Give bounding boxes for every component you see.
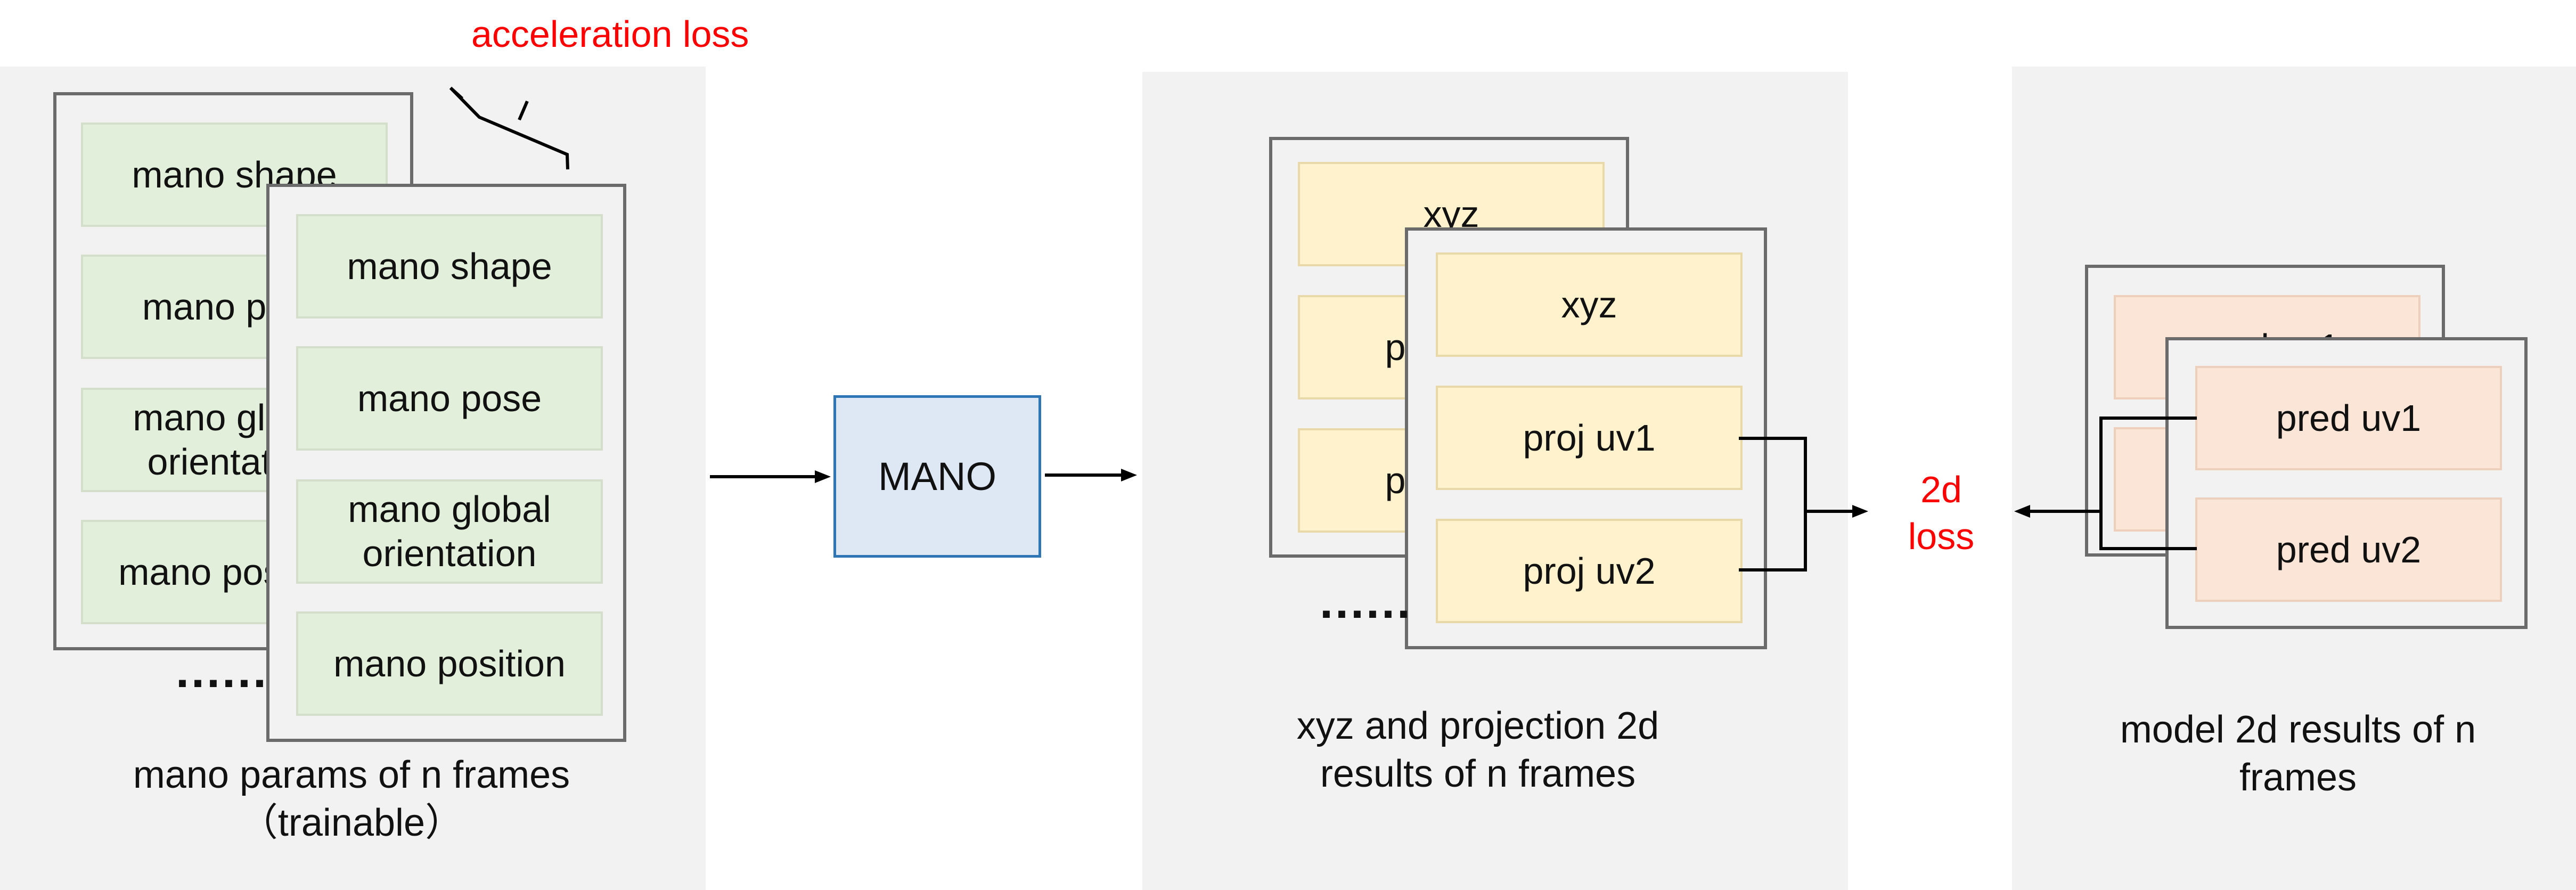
arrowhead-proj-to-loss: [1852, 505, 1868, 518]
mano-shape-cell: mano shape: [296, 214, 603, 319]
pred-uv1-cell: pred uv1: [2195, 366, 2502, 470]
acceleration-bracket-cap: [449, 86, 464, 100]
mano-params-frame-front: mano shape mano pose mano global orienta…: [266, 184, 626, 742]
model-2d-caption: model 2d results of n frames: [2120, 708, 2476, 799]
xyz-projection-caption: xyz and projection 2d results of n frame…: [1296, 705, 1659, 795]
mano-params-frame-back: mano shape mano pose mano global orienta…: [53, 92, 413, 650]
xyz-frame-front: xyz proj uv1 proj uv2: [1405, 227, 1767, 649]
acceleration-bracket: [449, 86, 569, 170]
acceleration-bracket-tick: [518, 100, 529, 121]
mano-pose-cell: mano pose: [296, 346, 603, 451]
mano-model-box: MANO: [833, 395, 1041, 558]
mano-shape-cell-back: mano shape: [81, 123, 388, 227]
arrowhead-pred-to-loss: [2014, 505, 2030, 518]
pred-frame-front: pred uv1 pred uv2: [2165, 337, 2528, 629]
proj-uv2-cell: proj uv2: [1436, 519, 1743, 623]
bracket-pred-uv: [2099, 417, 2197, 550]
frames-ellipsis-left: ......: [176, 644, 269, 698]
frames-ellipsis-middle: ......: [1320, 575, 1413, 628]
mano-position-cell: mano position: [296, 611, 603, 716]
pred-uv2-cell: pred uv2: [2195, 497, 2502, 602]
mano-params-caption: mano params of n frames （trainable）: [133, 754, 570, 844]
bracket-proj-uv: [1739, 437, 1807, 571]
arrowhead-params-to-mano: [815, 470, 831, 483]
2d-loss-label: 2d loss: [1908, 469, 1975, 557]
arrowhead-mano-to-xyz: [1121, 469, 1137, 481]
proj-uv1-cell: proj uv1: [1436, 386, 1743, 490]
xyz-cell: xyz: [1436, 252, 1743, 357]
mano-global-orientation-cell: mano global orientation: [296, 479, 603, 584]
acceleration-loss-label: acceleration loss: [471, 13, 749, 55]
